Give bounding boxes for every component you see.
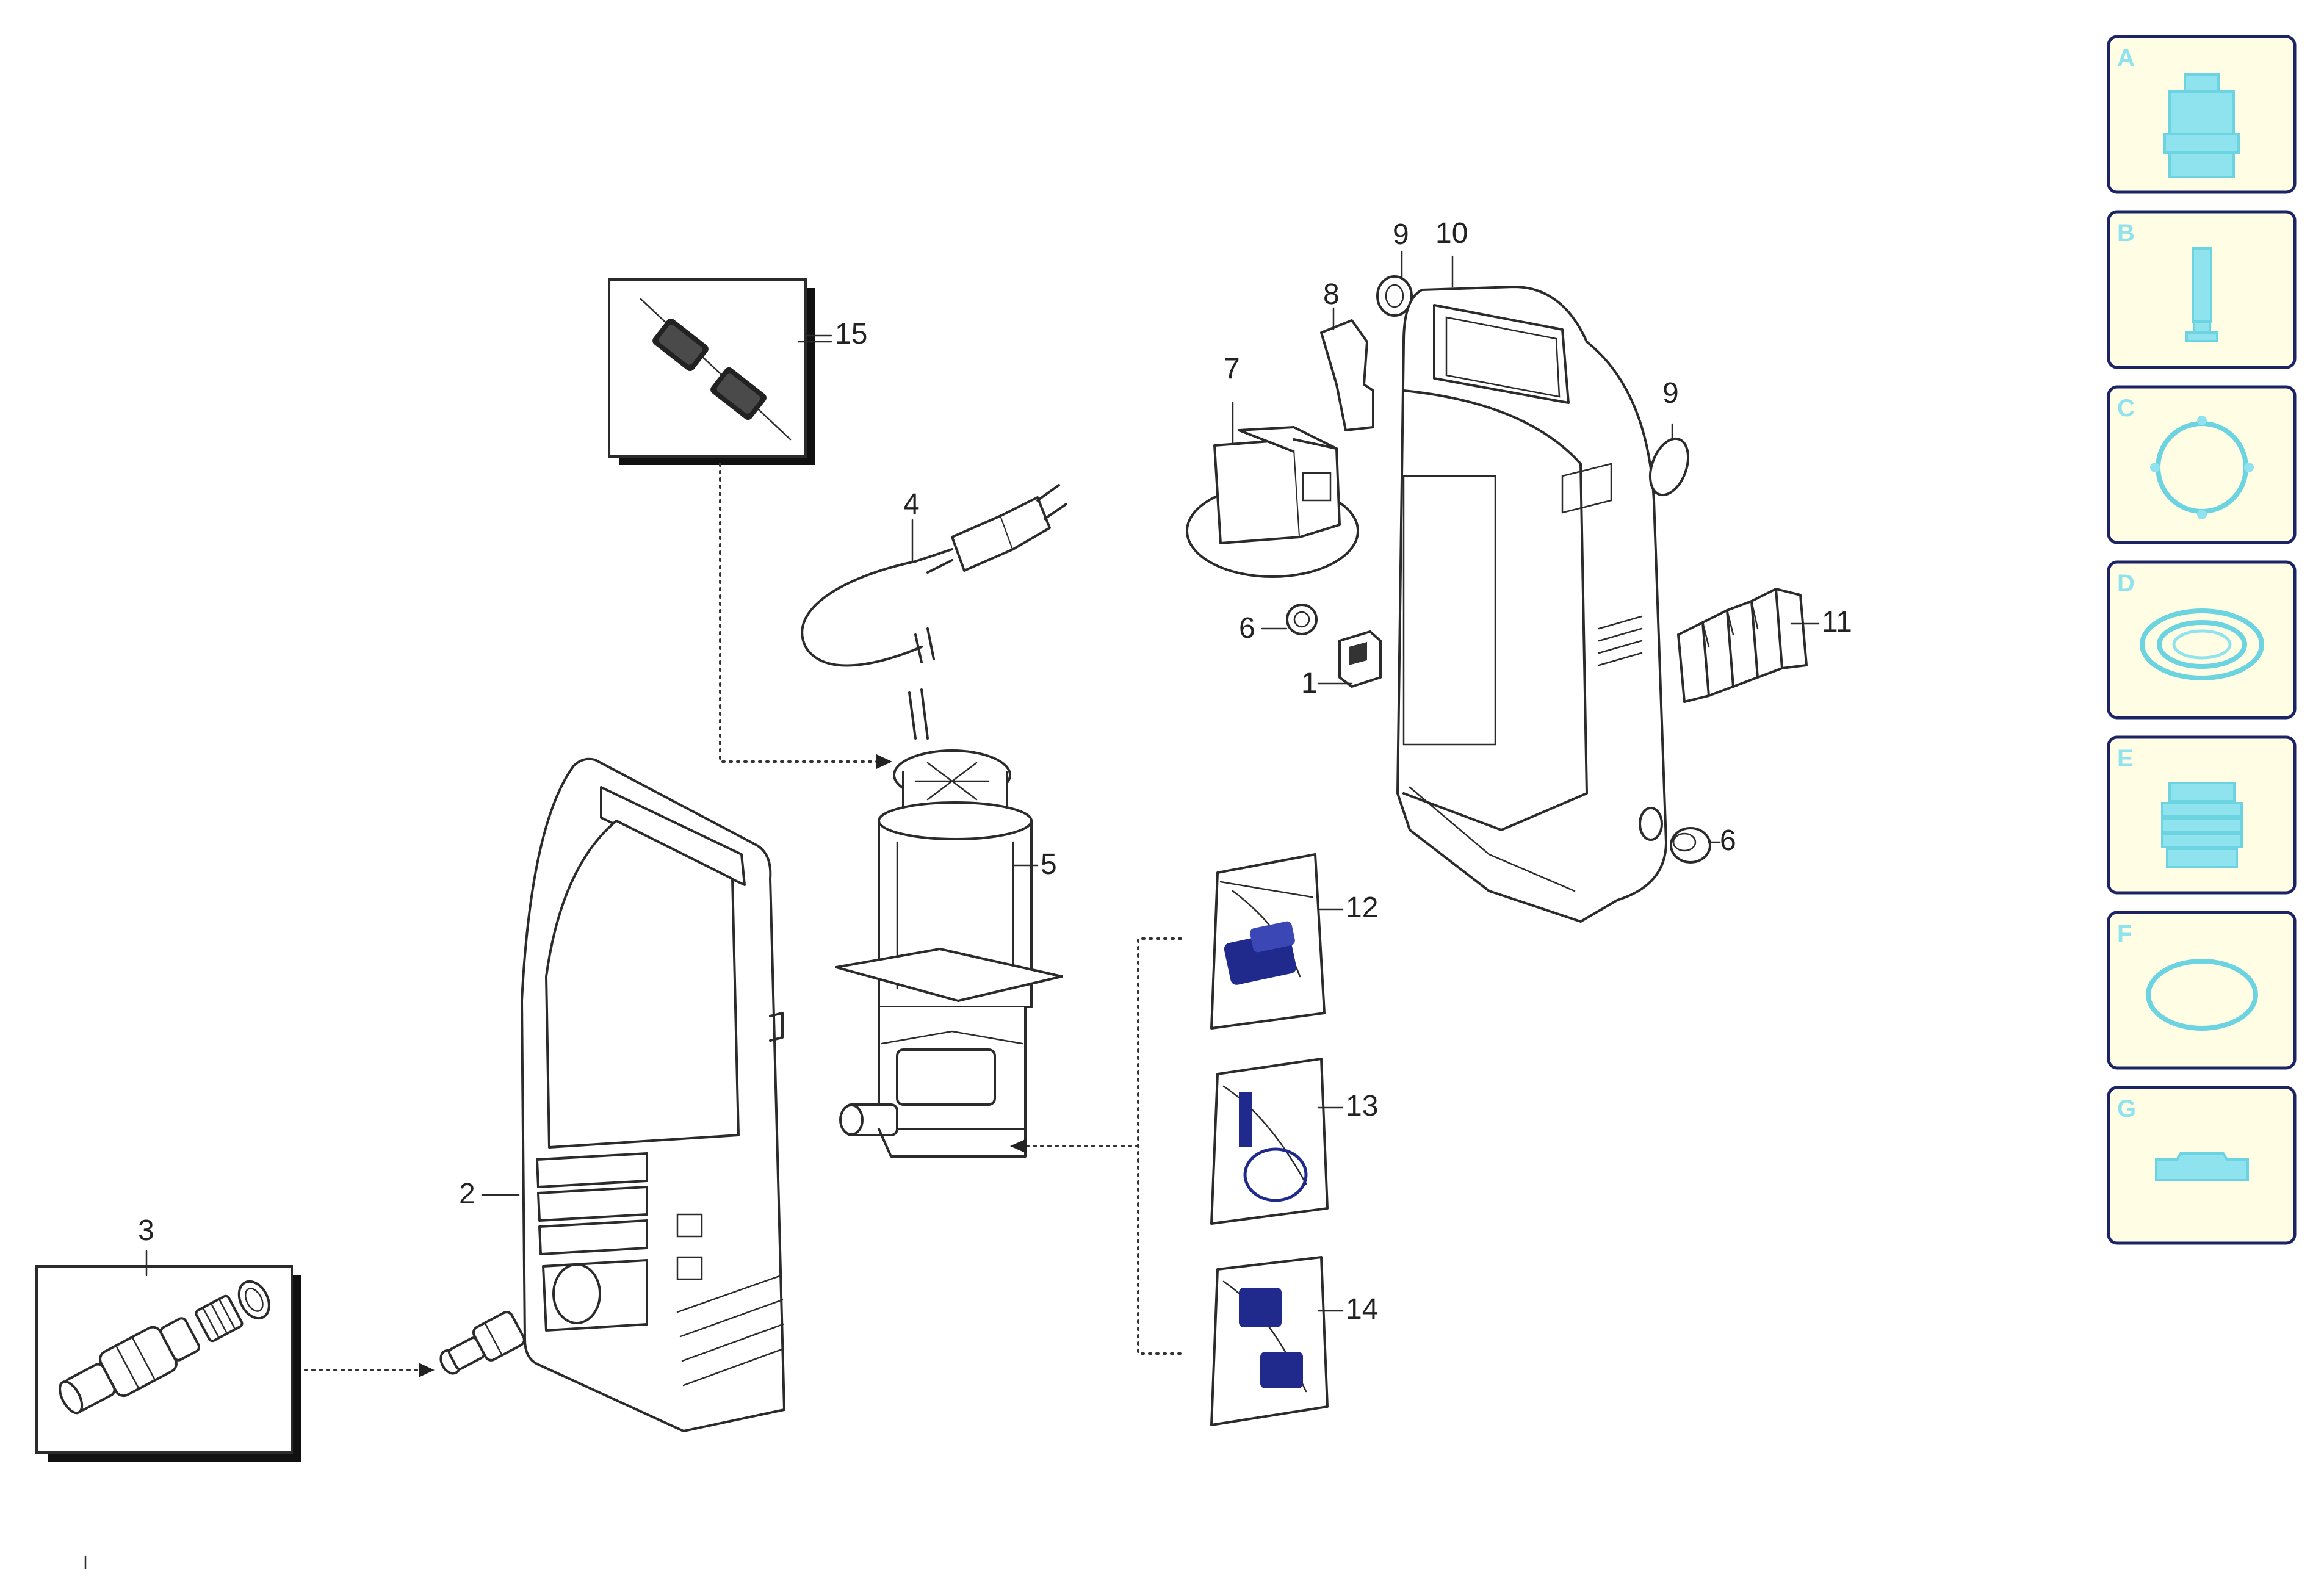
callout-4: 4 xyxy=(903,488,920,521)
callout-11: 11 xyxy=(1822,606,1852,638)
kit-card-g[interactable]: G xyxy=(2107,1086,2297,1245)
kit-card-b[interactable]: B xyxy=(2107,210,2297,369)
part-10-rear-housing[interactable]: 10 xyxy=(1396,217,1667,923)
part-2-front-cover[interactable]: 2 xyxy=(459,757,785,1432)
part-8-clip[interactable]: 8 xyxy=(1320,278,1374,431)
callout-9-right: 9 xyxy=(1662,377,1679,409)
callout-1: 1 xyxy=(1301,667,1318,699)
callout-12: 12 xyxy=(1346,892,1378,924)
callout-14: 14 xyxy=(1346,1293,1378,1326)
part-11-cable-holder[interactable]: 11 xyxy=(1677,588,1852,703)
callout-6-left: 6 xyxy=(1239,612,1255,644)
arrow-head-3 xyxy=(419,1363,435,1377)
callout-6-right: 6 xyxy=(1720,824,1736,857)
callout-9-upper: 9 xyxy=(1393,218,1409,251)
arrow-head-kits xyxy=(1010,1139,1027,1153)
part-9-grommet-upper[interactable]: 9 xyxy=(1376,218,1413,317)
callout-7: 7 xyxy=(1224,353,1240,385)
part-6-knob-right[interactable]: 6 xyxy=(1670,824,1736,864)
bracket-icon xyxy=(2155,1152,2249,1181)
pump-head-icon xyxy=(2163,73,2240,178)
part-6-knob-left[interactable]: 6 xyxy=(1239,604,1318,644)
part-5-motor-pump[interactable]: 5 xyxy=(835,688,1063,1158)
kit-card-e[interactable]: E xyxy=(2107,735,2297,895)
part-13-kit-bag[interactable]: 13 xyxy=(1210,1058,1378,1225)
piston-icon xyxy=(2185,247,2218,342)
leader-kits-bracket xyxy=(1137,937,1182,1355)
callout-10: 10 xyxy=(1435,217,1468,250)
kit-card-g-letter: G xyxy=(2117,1095,2136,1122)
kit-card-f-letter: F xyxy=(2117,920,2132,947)
gasket-ring-icon xyxy=(2150,416,2254,519)
kit-card-d-letter: D xyxy=(2117,570,2135,597)
inlet-coupling-fitted[interactable] xyxy=(434,1310,526,1382)
kit-card-b-letter: B xyxy=(2117,220,2135,247)
callout-2: 2 xyxy=(459,1178,475,1210)
part-7-switch[interactable]: 7 xyxy=(1186,353,1359,578)
kit-card-a[interactable]: A xyxy=(2107,35,2297,194)
arrow-head-15 xyxy=(876,754,892,769)
kit-card-a-letter: A xyxy=(2117,45,2135,71)
part-9-plug-right[interactable]: 9 xyxy=(1643,377,1695,500)
kit-card-c-letter: C xyxy=(2117,395,2135,422)
part-14-kit-bag[interactable]: 14 xyxy=(1210,1256,1378,1426)
valve-stack-icon xyxy=(2161,782,2243,868)
o-ring-icon xyxy=(2146,959,2258,1031)
kit-card-f[interactable]: F xyxy=(2107,911,2297,1070)
part-4-power-cord[interactable]: 4 xyxy=(801,484,1067,667)
part-12-kit-bag[interactable]: 12 xyxy=(1210,853,1378,1030)
callout-13: 13 xyxy=(1346,1090,1378,1122)
part-1-connector[interactable]: 1 xyxy=(1301,630,1382,699)
leader-15 xyxy=(719,463,886,763)
callout-8: 8 xyxy=(1323,278,1340,311)
callout-5: 5 xyxy=(1041,848,1057,881)
callout-3: 3 xyxy=(138,1214,154,1247)
kit-card-c[interactable]: C xyxy=(2107,385,2297,544)
callout-15: 15 xyxy=(835,318,867,350)
part-15-brush-kit-inset[interactable]: 15 xyxy=(608,278,867,465)
kit-card-d[interactable]: D xyxy=(2107,560,2297,720)
part-3-inlet-coupling-inset[interactable]: 3 xyxy=(35,1214,301,1462)
kit-card-e-letter: E xyxy=(2117,745,2134,772)
seal-ring-icon xyxy=(2140,608,2264,680)
